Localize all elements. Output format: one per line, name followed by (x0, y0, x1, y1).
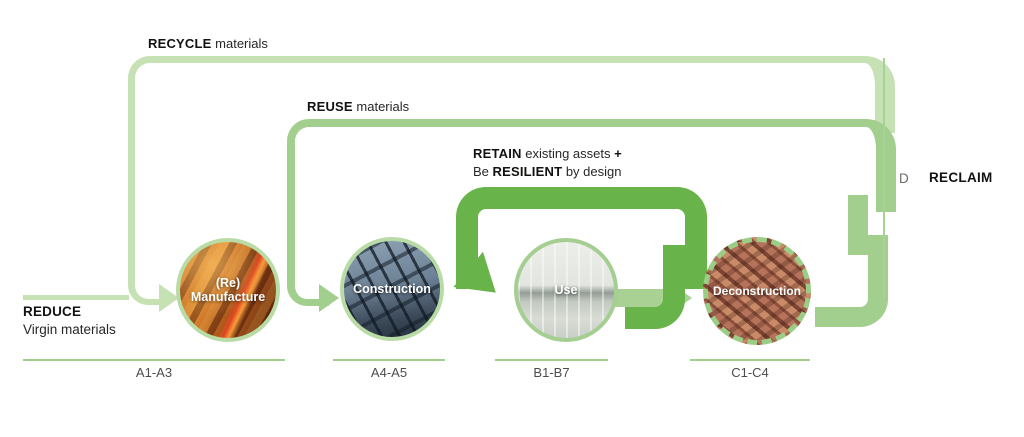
code-rule-c (495, 359, 608, 361)
stage-code-c1-c4: C1-C4 (731, 365, 769, 380)
stage-circle-construction: Construction (340, 237, 444, 341)
reuse-loop-path (287, 119, 896, 212)
retain-loop-corner (625, 245, 685, 329)
reclaim-stage-letter: D (899, 171, 909, 186)
reduce-label: REDUCE Virgin materials (23, 304, 116, 337)
stage-circle-use: Use (514, 238, 618, 342)
retain-label: RETAIN existing assets + Be RESILIENT by… (473, 145, 622, 180)
stage-circle-deconstruction: Deconstruction (703, 237, 811, 345)
stage-label-construction: Construction (353, 282, 431, 296)
reclaim-label: RECLAIM (929, 170, 993, 185)
stage-code-b1-b7: B1-B7 (533, 365, 570, 380)
reuse-loop-curve (287, 250, 329, 306)
stage-label-use: Use (554, 283, 578, 297)
reduce-inflow-line (23, 295, 129, 300)
stage-code-a1-a3: A1-A3 (135, 365, 173, 380)
reuse-arrowhead-icon (319, 284, 339, 312)
reuse-label: REUSE materials (307, 99, 410, 114)
return-path-corner (815, 235, 888, 327)
code-rule-b (333, 359, 445, 361)
stage-circle-remanufacture: (Re) Manufacture (176, 238, 280, 342)
retain-label-line1: RETAIN existing assets + (473, 146, 622, 161)
recycle-label: RECYCLE materials (148, 36, 268, 51)
code-rule-d (690, 359, 810, 361)
recycle-arrowhead-icon (159, 284, 179, 312)
reclaim-bracket-line (883, 58, 885, 298)
recycle-loop-curve (128, 250, 169, 305)
stage-label-deconstruction: Deconstruction (712, 284, 801, 298)
recycle-loop-left-leg (128, 110, 135, 260)
recycle-loop-path (128, 56, 895, 133)
reuse-loop-left-leg (287, 190, 295, 260)
retain-loop-path (456, 187, 707, 289)
stage-label-remanufacture: (Re) Manufacture (190, 276, 266, 304)
stage-code-a4-a5: A4-A5 (370, 365, 408, 380)
code-rule-a (23, 359, 285, 361)
retain-label-line2: Be RESILIENT by design (473, 163, 622, 179)
